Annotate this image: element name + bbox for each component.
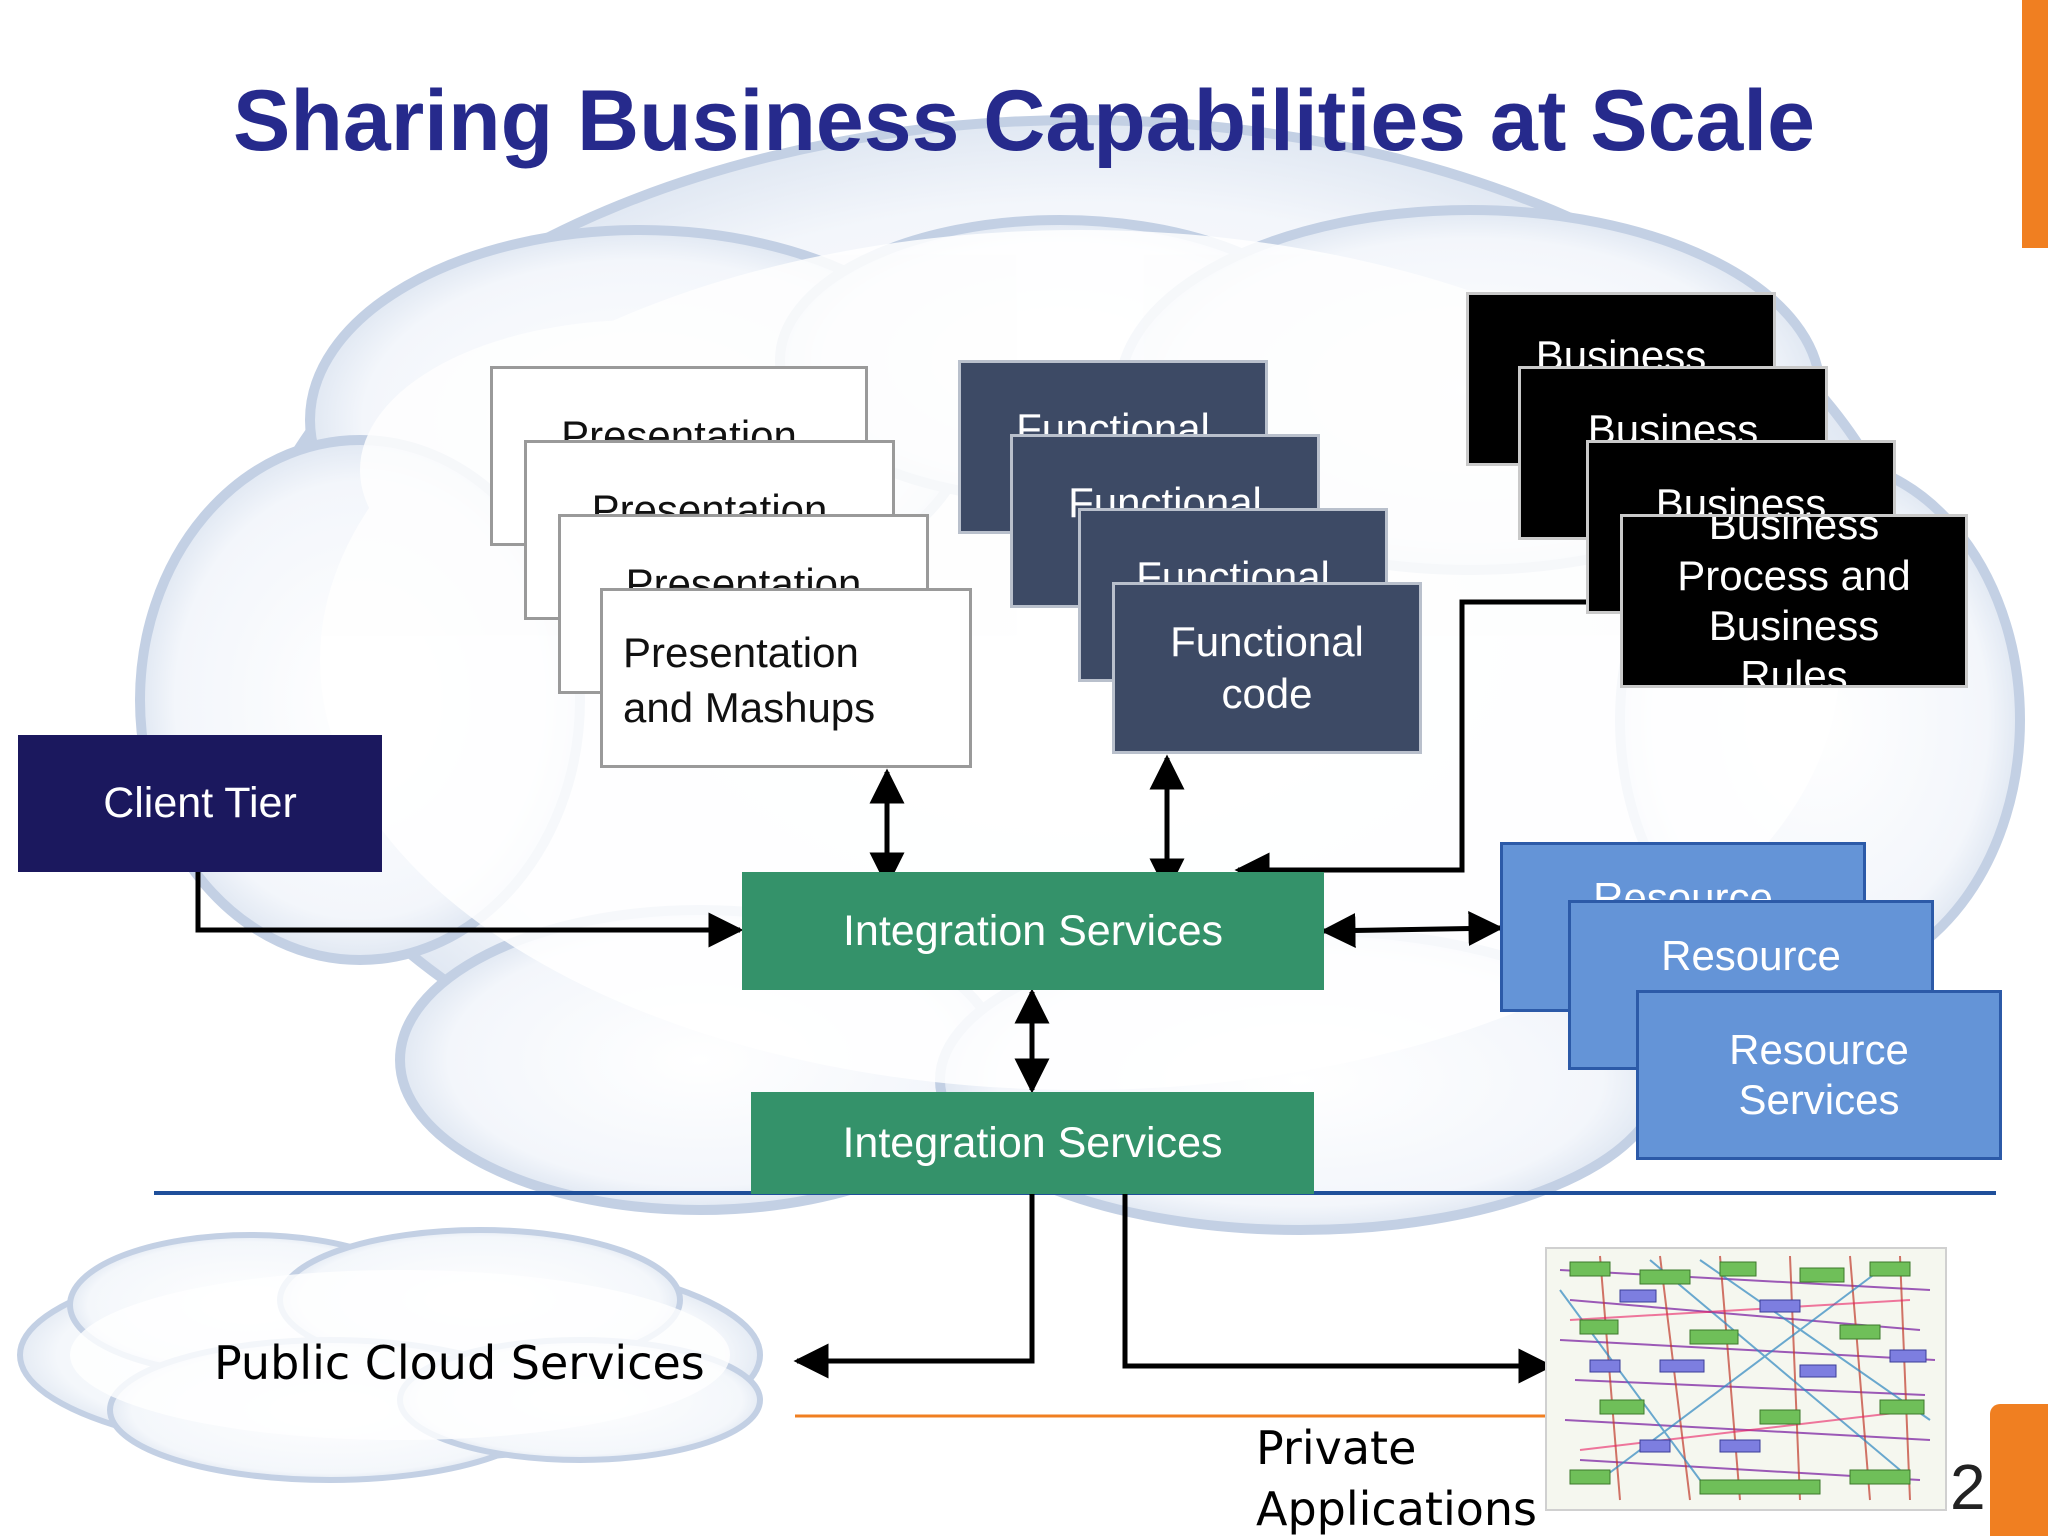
- logo-accent-bottom: [1990, 1404, 2048, 1536]
- integration-services-bottom: Integration Services: [751, 1092, 1314, 1194]
- presentation-card-label: Presentation and Mashups: [623, 629, 876, 731]
- resource-card-label: Resource Services: [1729, 1025, 1909, 1123]
- presentation-card-front: Presentation and Mashups: [600, 588, 972, 768]
- client-tier-box: Client Tier: [18, 735, 382, 872]
- resource-card-label: Resource: [1661, 932, 1841, 979]
- resource-card-front: Resource Services: [1636, 990, 2002, 1160]
- private-applications-diagram: [1545, 1247, 1947, 1511]
- integration-services-top-label: Integration Services: [842, 906, 1224, 955]
- private-applications-label: Private Applications: [1256, 1421, 1537, 1536]
- integration-services-bottom-label: Integration Services: [842, 1118, 1223, 1167]
- business-card-front: Business Process and Business Rules: [1620, 514, 1968, 688]
- public-cloud-label: Public Cloud Services: [214, 1336, 705, 1390]
- business-card-label: Business Process and Business Rules: [1677, 514, 1911, 688]
- logo-fragment: 2: [1950, 1451, 1986, 1523]
- integration-services-top: Integration Services: [742, 872, 1324, 990]
- logo-accent-top: [2022, 0, 2048, 248]
- client-tier-label: Client Tier: [103, 779, 297, 827]
- functional-card-front: Functional code: [1112, 582, 1422, 754]
- connector-arrows: [195, 599, 1620, 1384]
- functional-card-label: Functional code: [1170, 617, 1364, 718]
- slide-title: Sharing Business Capabilities at Scale: [232, 73, 1815, 169]
